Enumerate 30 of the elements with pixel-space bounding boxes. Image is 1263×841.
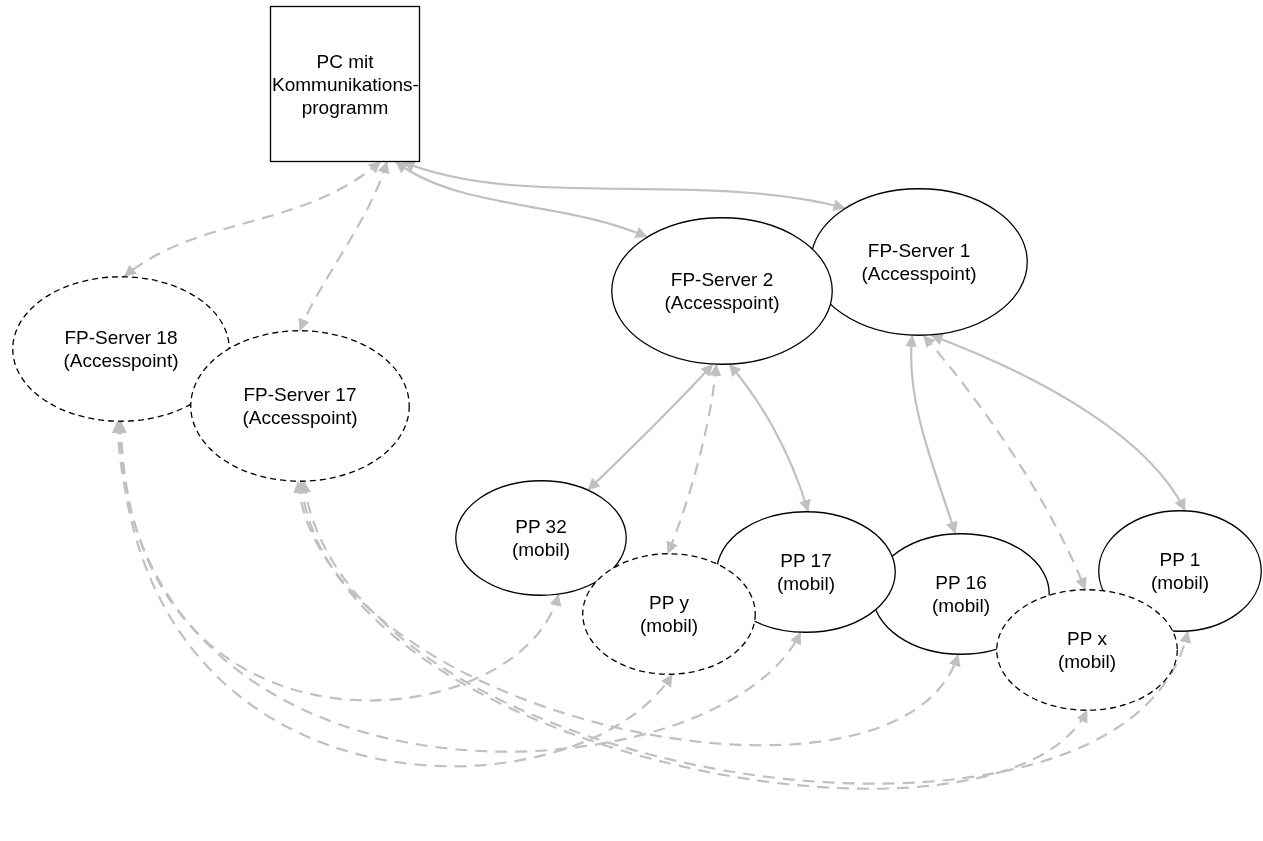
access-point-ellipse [611,217,833,365]
double-arrow [905,334,958,535]
node-label: FP-Server 18 (Accesspoint) [62,326,180,372]
double-arrow [930,333,1186,511]
double-arrow [666,363,722,554]
double-arrow [923,335,1087,590]
double-arrow [123,161,381,277]
access-point-ellipse [12,276,230,422]
node-label: PP y (mobil) [638,591,700,637]
double-arrow [587,363,714,491]
node-label: PC mit Kommunikations- programm [272,49,418,119]
double-arrow [113,421,802,753]
double-arrow [295,481,960,747]
node-label: PP 1 (mobil) [1149,548,1211,594]
node-label: PP x (mobil) [1056,627,1118,673]
double-arrow [298,161,389,331]
mobile-device-ellipse [716,511,896,633]
node-label: FP-Server 2 (Accesspoint) [663,268,781,314]
double-arrow [728,364,811,512]
access-point-ellipse [810,188,1028,336]
mobile-device-ellipse [582,553,756,675]
node-label: PP 17 (mobil) [775,549,837,595]
mobile-device-ellipse [455,480,627,596]
node-label: FP-Server 1 (Accesspoint) [860,239,978,285]
node-label: PP 32 (mobil) [510,515,572,561]
access-point-ellipse [190,330,410,482]
node-label: FP-Server 17 (Accesspoint) [241,383,359,429]
node-label: PP 16 (mobil) [930,571,992,617]
computer-box [270,6,420,162]
double-arrow [395,161,648,239]
